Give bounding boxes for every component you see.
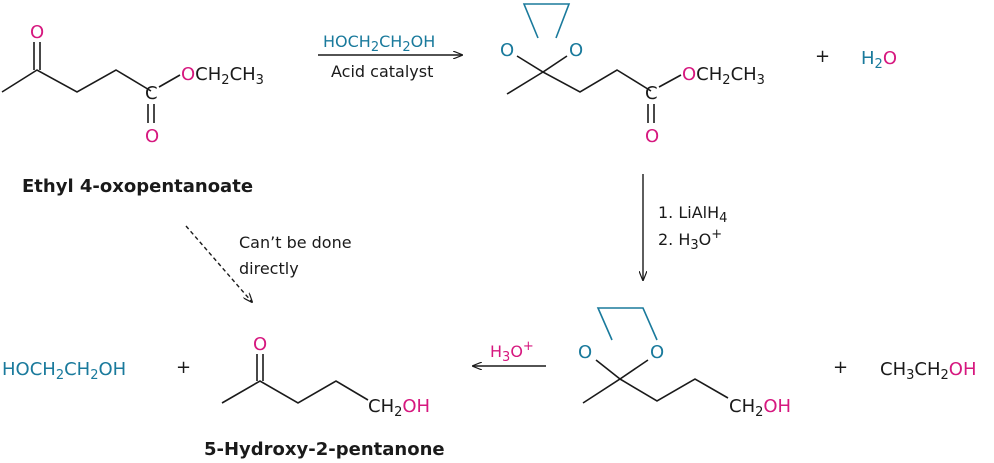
dashed-arrow-line [185, 225, 252, 302]
plus-sign-ethanol: + [833, 357, 848, 378]
dioxolane-oxygen-right: O [569, 40, 583, 61]
ester-single-bond-2 [658, 74, 682, 88]
cant-be-done-line2: directly [239, 259, 299, 278]
direct-route-arrow: Can’t be done directly [185, 225, 352, 302]
5-hydroxy-2-pentanone-structure: O CH2OH [221, 334, 430, 420]
ethoxy-group-2: OCH2CH3 [682, 64, 765, 88]
ketal-carbon-bonds-4 [595, 359, 649, 380]
water-byproduct: H2O [861, 48, 897, 72]
plus-sign-glycol: + [176, 357, 191, 378]
ethyl-4-oxopentanoate-structure: O C O OCH2CH3 [1, 22, 264, 147]
ethoxy-group: OCH2CH3 [181, 64, 264, 88]
protected-ester-structure: O O C O OCH2CH3 [500, 3, 765, 147]
ethylene-glycol-reagent: HOCH2CH2OH [323, 32, 435, 55]
ester-carbonyl-oxygen-2: O [645, 126, 659, 147]
carbon-chain-bonds-2 [506, 69, 652, 95]
ester-carbonyl-oxygen: O [145, 126, 159, 147]
dioxolane-ethylene-bridge [522, 3, 571, 39]
hydroxymethyl-group: CH2OH [368, 396, 430, 420]
ester-carbon: C [145, 83, 158, 104]
product-compound-name: 5-Hydroxy-2-pentanone [204, 439, 445, 460]
dioxolane-oxygen-right-4: O [650, 342, 664, 363]
acetal-formation-arrow: HOCH2CH2OH Acid catalyst [318, 32, 462, 81]
cant-be-done-line1: Can’t be done [239, 233, 352, 252]
protected-alcohol-structure: O O CH2OH [578, 307, 791, 420]
ketone-oxygen: O [30, 22, 44, 43]
plus-sign-water: + [815, 46, 830, 67]
reduction-arrow: 1. LiAlH4 2. H3O+ [643, 174, 727, 280]
dioxolane-oxygen-left: O [500, 40, 514, 61]
hydronium-workup: 2. H3O+ [658, 227, 722, 253]
ketone-oxygen-3: O [253, 334, 267, 355]
dioxolane-oxygen-left-4: O [578, 342, 592, 363]
dioxolane-ethylene-bridge-4 [596, 307, 658, 341]
lialh4-reagent: 1. LiAlH4 [658, 203, 727, 226]
ketal-carbon-bonds [516, 55, 568, 73]
hydroxymethyl-group-4: CH2OH [729, 396, 791, 420]
start-compound-name: Ethyl 4-oxopentanoate [22, 176, 253, 197]
deprotection-arrow: H3O+ [473, 339, 546, 366]
carbon-chain-bonds [1, 69, 152, 93]
ethanol-byproduct: CH3CH2OH [880, 359, 976, 383]
ester-single-bond [158, 74, 181, 88]
ethylene-glycol-product: HOCH2CH2OH [2, 359, 126, 383]
carbon-chain-bonds-3 [221, 380, 369, 404]
carbon-chain-bonds-4 [582, 378, 729, 404]
acid-catalyst-label: Acid catalyst [331, 62, 433, 81]
ester-carbon-2: C [645, 83, 658, 104]
hydronium-reagent: H3O+ [490, 339, 534, 365]
